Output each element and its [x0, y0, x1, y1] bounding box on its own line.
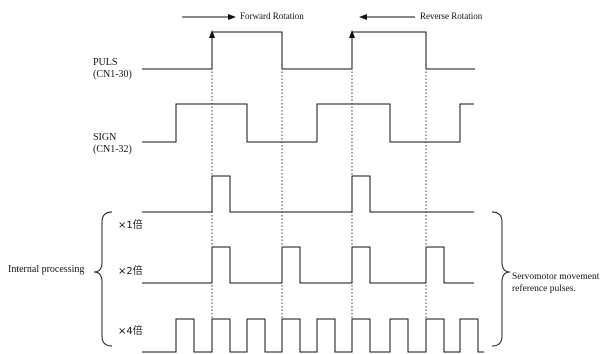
puls-waveform — [142, 31, 475, 70]
reverse-rotation-label: Reverse Rotation — [420, 11, 483, 21]
puls-label-line1: PULS — [93, 57, 118, 68]
x1-waveform — [142, 175, 474, 213]
x2-waveform — [142, 246, 474, 284]
servomotor-label-line1: Servomotor movement — [512, 272, 600, 282]
sign-label-line2: (CN1-32) — [93, 144, 132, 155]
left-brace — [93, 211, 113, 347]
x4-waveform — [142, 318, 484, 353]
servomotor-label-line2: reference pulses. — [512, 284, 576, 294]
sign-waveform — [142, 103, 474, 143]
internal-processing-label: Internal processing — [8, 264, 85, 275]
sign-label-line1: SIGN — [93, 132, 117, 143]
reference-dotted-lines — [211, 40, 427, 350]
puls-edge-arrows — [209, 30, 355, 38]
x1-label: ×1倍 — [118, 220, 143, 231]
right-brace — [491, 211, 511, 347]
puls-label-line2: (CN1-30) — [93, 69, 132, 80]
x4-label: ×4倍 — [118, 326, 143, 337]
forward-rotation-label: Forward Rotation — [240, 11, 304, 21]
x2-label: ×2倍 — [118, 266, 143, 277]
